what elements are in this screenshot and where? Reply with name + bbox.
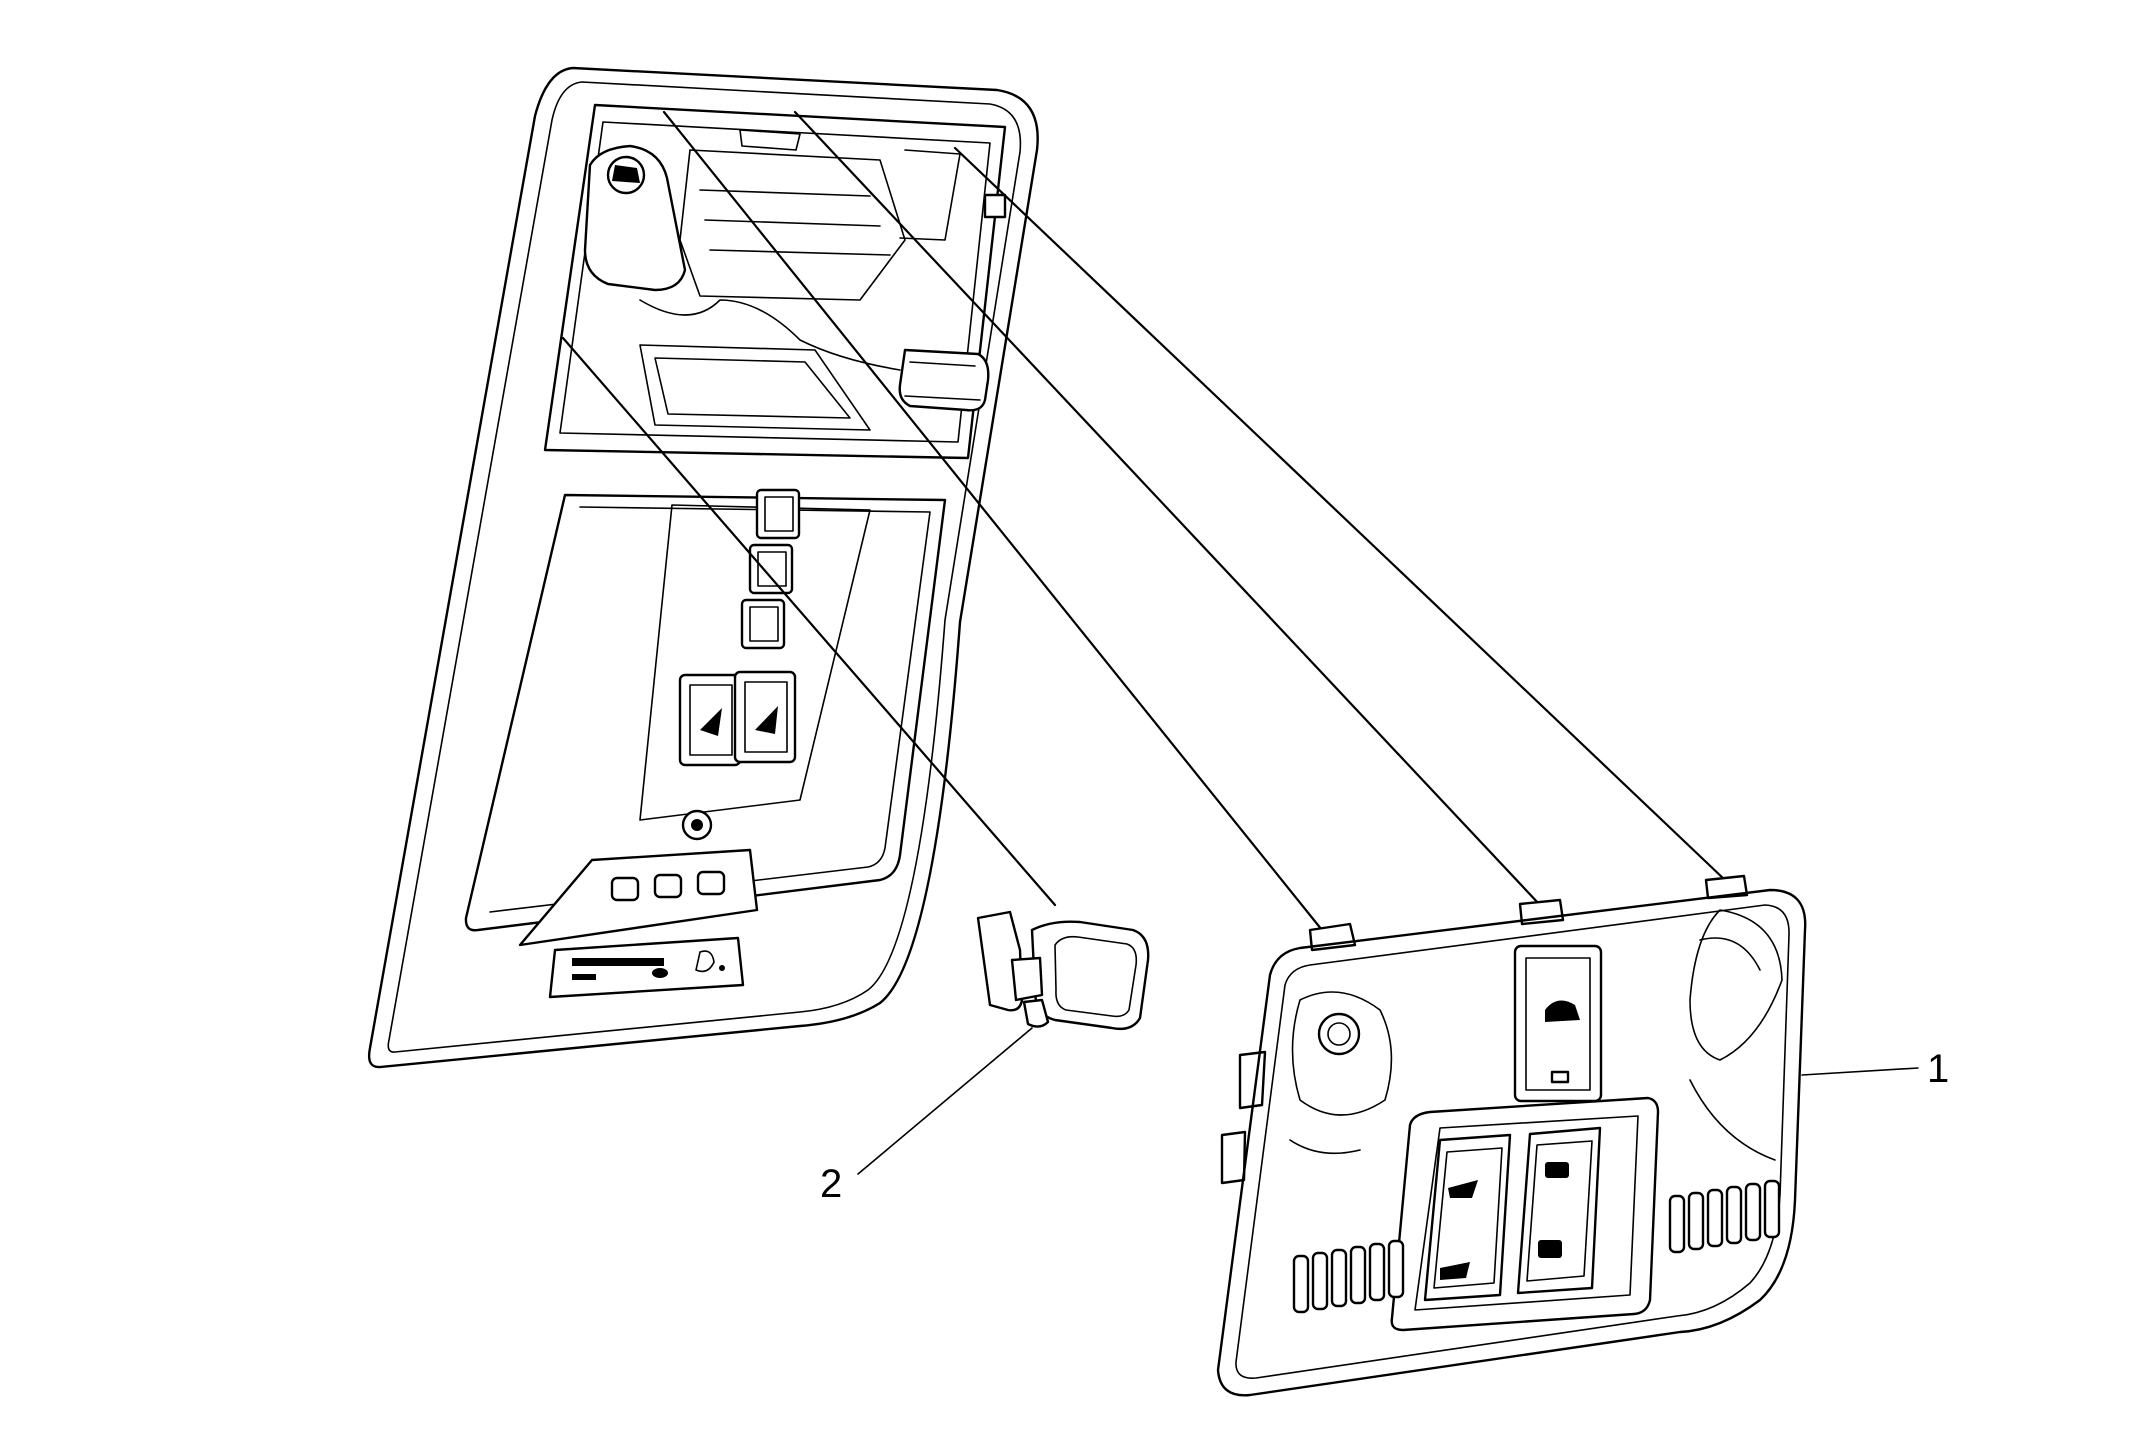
callout-1-leader — [1801, 1067, 1919, 1076]
alignment-lines — [561, 110, 1727, 942]
callout-1: 1 — [1801, 1047, 1949, 1091]
callout-2-leader — [857, 1027, 1033, 1175]
callout-1-label: 1 — [1927, 1047, 1949, 1091]
callout-2: 2 — [820, 1027, 1033, 1206]
headliner-trim-panel — [367, 66, 1039, 1069]
bulb-socket — [976, 910, 1150, 1031]
callout-2-label: 2 — [820, 1162, 842, 1206]
left-speaker-grille — [1292, 1239, 1405, 1314]
right-speaker-grille — [1668, 1179, 1781, 1254]
overhead-console-module — [1216, 874, 1807, 1397]
